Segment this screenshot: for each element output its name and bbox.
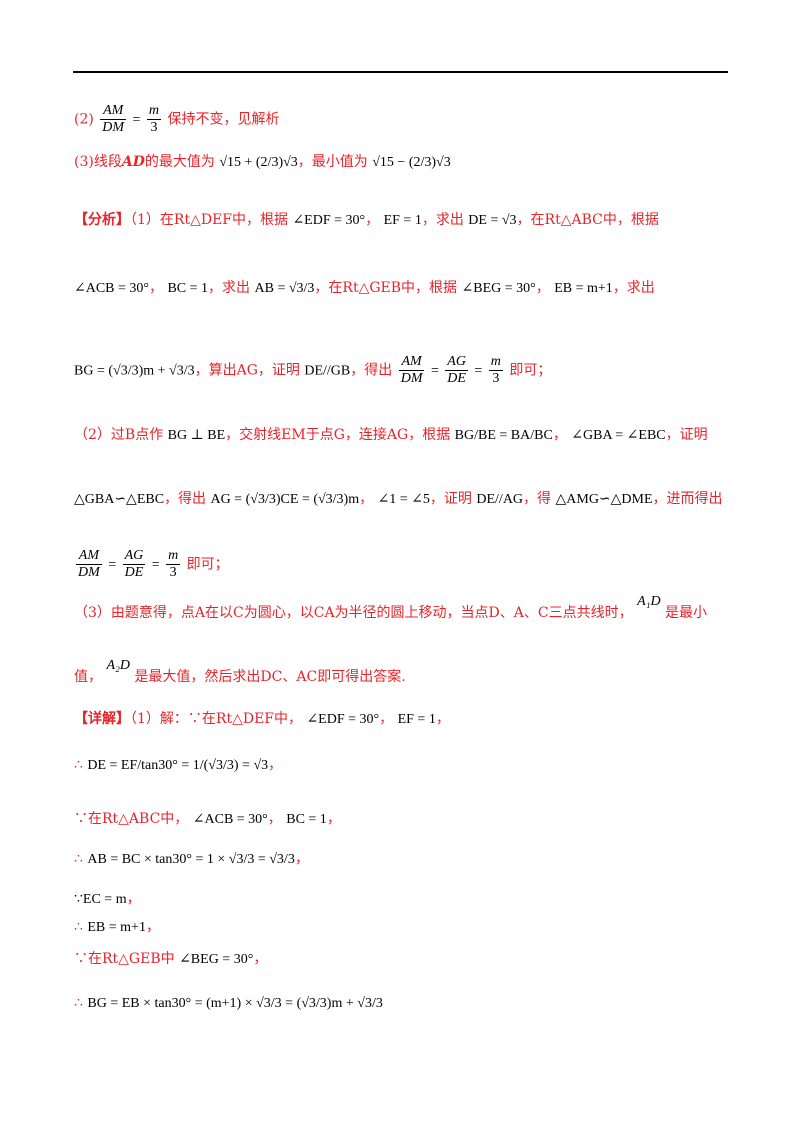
detail-line-2: ∴ DE = EF/tan30° = 1/(√3/3) = √3， [74,757,283,773]
math-de-parallel-gb: DE//GB [304,363,351,379]
math-similar-2: △AMG∽△DME [555,492,653,507]
analysis-text-zm2: ，证明 [429,491,472,507]
math-a2d: A₂D [106,658,130,673]
analysis-line-7: （3）由题意得，点A在以C为圆心，以CA为半径的圆上移动，当点D、A、C三点共线… [74,595,708,621]
analysis-text-geb: ，在Rt△GEB中，根据 [314,280,458,296]
analysis-text-de: ，得 [523,491,552,507]
detail-heading: 【详解】 [74,711,130,727]
detail-line-3: ∵在Rt△ABC中， ∠ACB = 30°， BC = 1， [74,811,341,827]
answer-2-text: 保持不变，见解析 [167,111,280,128]
detail-line-8: ∴ BG = EB × tan30° = (m+1) × √3/3 = (√3/… [74,996,383,1011]
detail-text-1: （1）解：∵在Rt△DEF中， [130,711,302,727]
analysis-line-8: 值， A₂D 是最大值，然后求出DC、AC即可得出答案. [74,659,406,685]
math-bc-2: BC = 1 [286,812,327,827]
math-angle-beg: ∠BEG = 30° [461,281,536,296]
analysis-text-qc: ，求出 [612,280,655,296]
analysis-text-3a: （3）由题意得，点A在以C为圆心，以CA为半径的圆上移动，当点D、A、C三点共线… [74,605,633,621]
math-ec: ∵EC = m [74,892,127,907]
math-de-parallel-ag: DE//AG [476,492,524,507]
math-angle-edf-2: ∠EDF = 30° [306,712,380,727]
equals-sign: = [132,112,141,128]
math-angle-acb: ∠ACB = 30° [74,281,150,296]
analysis-text-qiuchu: ，求出 [421,212,464,228]
segment-ad: AD [121,154,145,170]
detail-line-7: ∵在Rt△GEB中 ∠BEG = 30°， [74,951,268,967]
math-angle-1-5: ∠1 = ∠5 [377,492,430,507]
math-similar-1: △GBA∽△EBC [74,492,165,507]
math-angle-edf: ∠EDF = 30° [292,213,366,228]
analysis-text-ag: ，算出AG，证明 [194,362,300,379]
min-value-expr: √15 − (2/3)√3 [372,155,451,170]
answer-3: (3)线段AD的最大值为 √15 + (2/3)√3，最小值为 √15 − (2… [74,155,451,170]
math-a1d: A₁D [637,594,661,609]
therefore-symbol-4: ∴ [74,995,83,1011]
analysis-text-3c: 值， [74,669,102,685]
analysis-text-2b: ，交射线EM于点G，连接AG，根据 [225,427,451,443]
math-angle-acb-2: ∠ACB = 30° [192,812,268,827]
math-ef-2: EF = 1 [397,712,436,727]
math-angle-gba: ∠GBA = ∠EBC [571,428,666,443]
math-bg: BG = (√3/3)m + √3/3 [74,363,195,379]
detail-line-1: 【详解】（1）解：∵在Rt△DEF中， ∠EDF = 30°， EF = 1， [74,711,450,727]
math-de: DE = √3 [468,213,517,228]
math-ab: AB = √3/3 [254,281,315,296]
analysis-text-jike-2: 即可； [186,556,229,573]
therefore-symbol-3: ∴ [74,919,83,935]
therefore-symbol: ∴ [74,757,83,773]
math-ag-ce: AG = (√3/3)CE = (√3/3)m [210,492,360,507]
max-text: 的最大值为 [144,154,215,170]
math-bg-perp-be: BG ⊥ BE [167,428,226,443]
min-text: ，最小值为 [297,154,368,170]
analysis-text-ab: ，求出 [208,280,251,296]
math-ab-calc: AB = BC × tan30° = 1 × √3/3 = √3/3 [87,852,295,867]
math-eb-2: EB = m+1 [87,920,146,935]
analysis-text-2a: （2）过B点作 [74,427,164,443]
detail-line-5: ∵EC = m， [74,891,141,907]
math-eb: EB = m+1 [554,281,613,296]
analysis-line-1: 【分析】（1）在Rt△DEF中，根据 ∠EDF = 30°， EF = 1，求出… [74,212,659,228]
detail-text-7: ∵在Rt△GEB中 [74,951,175,967]
detail-line-6: ∴ EB = m+1， [74,919,160,935]
math-bg-calc: BG = EB × tan30° = (m+1) × √3/3 = (√3/3)… [87,996,383,1011]
analysis-text-abc: ，在Rt△ABC中，根据 [516,212,659,228]
analysis-text-3d: 是最大值，然后求出DC、AC即可得出答案. [134,669,406,685]
math-ratio: BG/BE = BA/BC [454,428,553,443]
detail-text-3: ∵在Rt△ABC中， [74,811,189,827]
therefore-symbol-2: ∴ [74,851,83,867]
max-value-expr: √15 + (2/3)√3 [219,155,298,170]
analysis-text-dechu-2: ，得出 [164,491,207,507]
analysis-text-3b: 是最小 [665,605,708,621]
analysis-line-3: BG = (√3/3)m + √3/3，算出AG，证明 DE//GB，得出 AM… [74,354,552,386]
analysis-heading: 【分析】 [74,212,130,228]
math-de-calc: DE = EF/tan30° = 1/(√3/3) = √3 [87,758,269,773]
answer-2-label: (2) [74,111,94,128]
detail-line-4: ∴ AB = BC × tan30° = 1 × √3/3 = √3/3， [74,851,309,867]
analysis-text-jike: 即可； [509,362,552,379]
analysis-text-jin: ，进而得出 [652,491,723,507]
answer-3-label: (3)线段 [74,154,122,170]
math-angle-beg-2: ∠BEG = 30° [179,952,254,967]
analysis-line-4: （2）过B点作 BG ⊥ BE，交射线EM于点G，连接AG，根据 BG/BE =… [74,427,708,443]
analysis-line-2: ∠ACB = 30°， BC = 1，求出 AB = √3/3，在Rt△GEB中… [74,280,655,296]
math-ef: EF = 1 [383,213,422,228]
top-rule [73,71,728,73]
analysis-text-dechu: ，得出 [350,362,393,379]
math-bc: BC = 1 [167,281,209,296]
analysis-text-1: （1）在Rt△DEF中，根据 [130,212,288,228]
analysis-text-zhengming: ，证明 [665,427,708,443]
analysis-line-5: △GBA∽△EBC，得出 AG = (√3/3)CE = (√3/3)m， ∠1… [74,491,723,507]
